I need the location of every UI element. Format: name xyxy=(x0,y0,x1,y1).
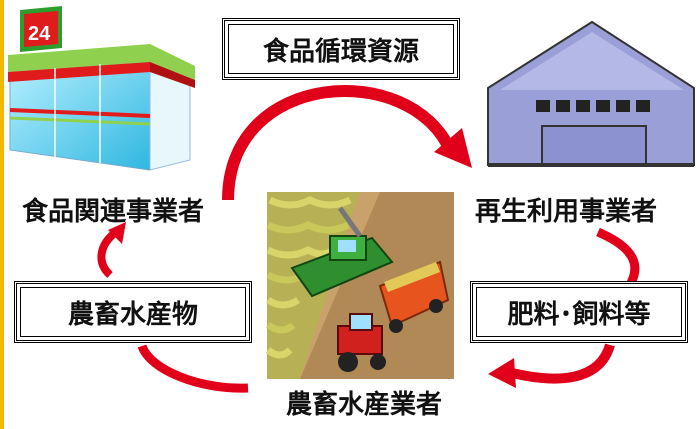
arrow-products-to-store xyxy=(97,228,119,278)
warehouse-icon xyxy=(487,20,695,167)
cycle-title: 食品循環資源 xyxy=(262,36,419,67)
arrow-farmer-to-products xyxy=(137,344,249,393)
flow-agri-products: 農畜水産物 xyxy=(67,299,198,330)
flow-fertilizer-feed: 肥料･飼料等 xyxy=(507,299,651,330)
arrow-to-farmer xyxy=(506,343,615,384)
flow-fertilizer-feed-box: 肥料･飼料等 xyxy=(470,281,688,343)
flow-agri-products-box: 農畜水産物 xyxy=(14,281,252,343)
arrow-recycler-down xyxy=(596,227,640,291)
node-farmer: 農畜水産業者 xyxy=(286,390,443,420)
arrow-store-to-recycler xyxy=(222,84,456,201)
cycle-title-box: 食品循環資源 xyxy=(222,18,460,80)
arrow-head-to-farmer xyxy=(488,358,516,388)
convenience-store-icon: 24 xyxy=(8,6,195,171)
store-sign-number: 24 xyxy=(28,23,51,45)
node-food-business: 食品関連事業者 xyxy=(22,197,205,227)
arrow-head-store-to-recycler xyxy=(434,128,472,168)
left-accent-bar xyxy=(0,0,4,429)
arrow-head-to-store xyxy=(108,222,126,244)
node-recycler: 再生利用事業者 xyxy=(475,197,658,227)
farm-harvester-image xyxy=(265,192,454,379)
